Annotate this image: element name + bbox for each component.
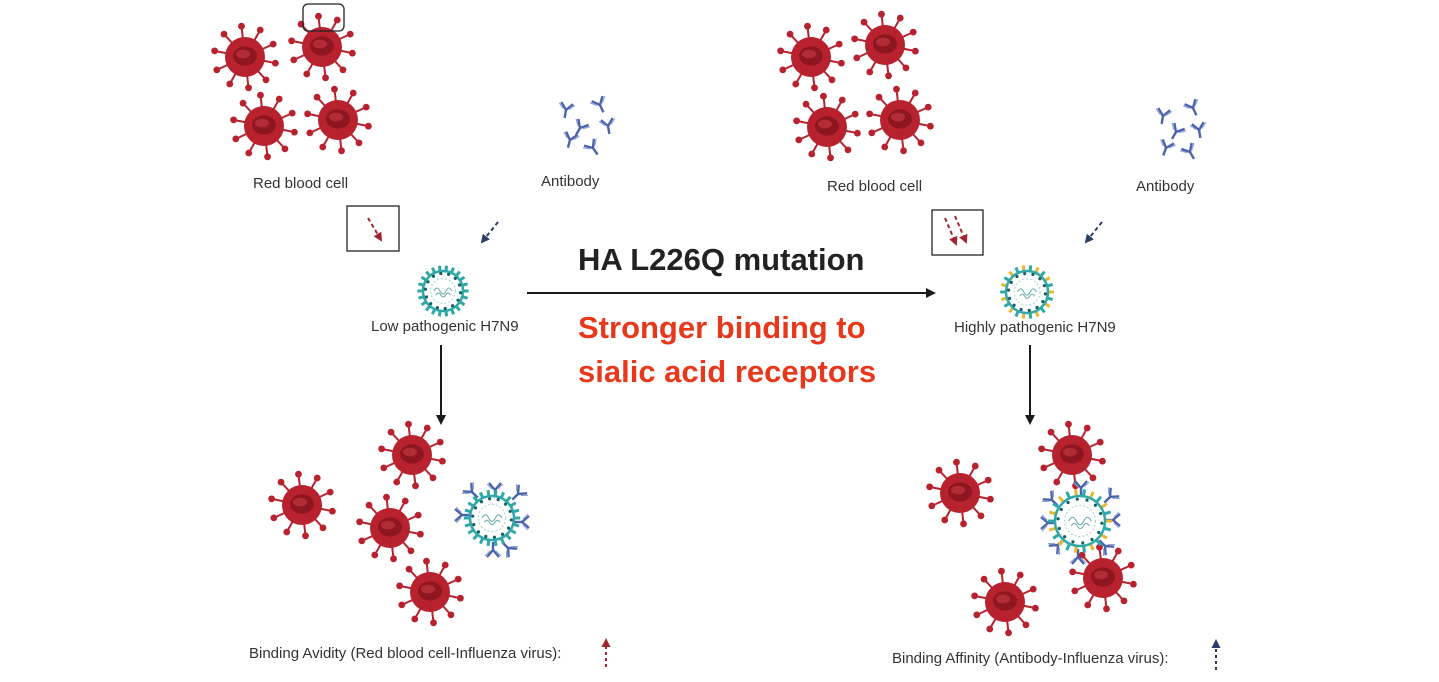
antibody-icon bbox=[1170, 122, 1187, 140]
antibody-icon bbox=[590, 95, 606, 113]
antibody-icon bbox=[454, 506, 470, 524]
red-blood-cell-icon bbox=[378, 420, 446, 490]
antibody-icon bbox=[1159, 138, 1176, 156]
antibody-icon bbox=[582, 138, 599, 156]
antibody-icon bbox=[1072, 480, 1090, 496]
antibody-icon bbox=[1183, 98, 1199, 116]
mutation-effect-line-1: Stronger binding to bbox=[578, 310, 866, 345]
antibody-icon bbox=[514, 513, 530, 531]
red-blood-cell-icon bbox=[396, 557, 464, 627]
antibody-label-right: Antibody bbox=[1136, 178, 1195, 195]
antibody-icon bbox=[563, 131, 580, 149]
red-blood-cell-icon bbox=[211, 22, 279, 92]
low-pathogenic-virus-icon bbox=[463, 489, 521, 547]
rbc-label-left: Red blood cell bbox=[253, 175, 349, 192]
antibody-binding-arrow-right bbox=[1084, 221, 1103, 244]
red-blood-cell-icon bbox=[268, 470, 336, 540]
antibody-icon bbox=[1189, 121, 1207, 139]
antibody-icon bbox=[558, 101, 576, 119]
antibody-icon bbox=[1155, 107, 1173, 125]
antibody-binding-arrow-left bbox=[480, 221, 499, 244]
antibody-icon bbox=[511, 484, 528, 501]
virus-label-low: Low pathogenic H7N9 bbox=[371, 318, 519, 335]
rbc-binding-arrow-right-1 bbox=[944, 217, 958, 246]
antibody-icon bbox=[1069, 549, 1087, 565]
virus-label-high: Highly pathogenic H7N9 bbox=[954, 319, 1116, 336]
highly-pathogenic-virus-icon bbox=[1000, 265, 1054, 319]
red-blood-cell-icon bbox=[230, 91, 298, 161]
red-blood-cell-icon bbox=[851, 10, 919, 80]
antibody-icon bbox=[574, 118, 591, 136]
mutation-effect: Stronger binding to sialic acid receptor… bbox=[578, 306, 876, 394]
antibody-icon bbox=[1103, 487, 1120, 504]
rbc-binding-arrow-right-2 bbox=[954, 215, 968, 244]
antibody-icon bbox=[1098, 539, 1115, 556]
highly-pathogenic-virus-icon bbox=[1048, 489, 1112, 553]
antibody-label-left: Antibody bbox=[541, 173, 600, 190]
mutation-effect-line-2: sialic acid receptors bbox=[578, 354, 877, 389]
mutation-title: HA L226Q mutation bbox=[578, 242, 865, 277]
red-blood-cell-icon bbox=[866, 85, 934, 155]
antibody-icon bbox=[484, 542, 502, 558]
rbc-label-right: Red blood cell bbox=[827, 178, 923, 195]
affinity-label: Binding Affinity (Antibody-Influenza vir… bbox=[892, 650, 1169, 667]
low-pathogenic-virus-icon bbox=[417, 265, 469, 317]
red-blood-cell-icon bbox=[1038, 420, 1106, 490]
red-blood-cell-icon bbox=[971, 567, 1039, 637]
rbc-highlight-box bbox=[302, 3, 345, 32]
red-blood-cell-icon bbox=[926, 458, 994, 528]
red-blood-cell-icon bbox=[1069, 543, 1137, 613]
avidity-arrow-box-right bbox=[931, 209, 984, 256]
antibody-icon bbox=[462, 482, 479, 499]
avidity-arrow-box-left bbox=[346, 205, 400, 252]
red-blood-cell-icon bbox=[288, 12, 356, 82]
red-blood-cell-icon bbox=[777, 22, 845, 92]
red-blood-cell-icon bbox=[356, 493, 424, 563]
antibody-icon bbox=[598, 117, 616, 135]
antibody-icon bbox=[1179, 142, 1196, 160]
red-blood-cell-icon bbox=[793, 92, 861, 162]
rbc-binding-arrow-left bbox=[367, 217, 383, 242]
avidity-label: Binding Avidity (Red blood cell-Influenz… bbox=[249, 645, 562, 662]
red-blood-cell-icon bbox=[304, 85, 372, 155]
